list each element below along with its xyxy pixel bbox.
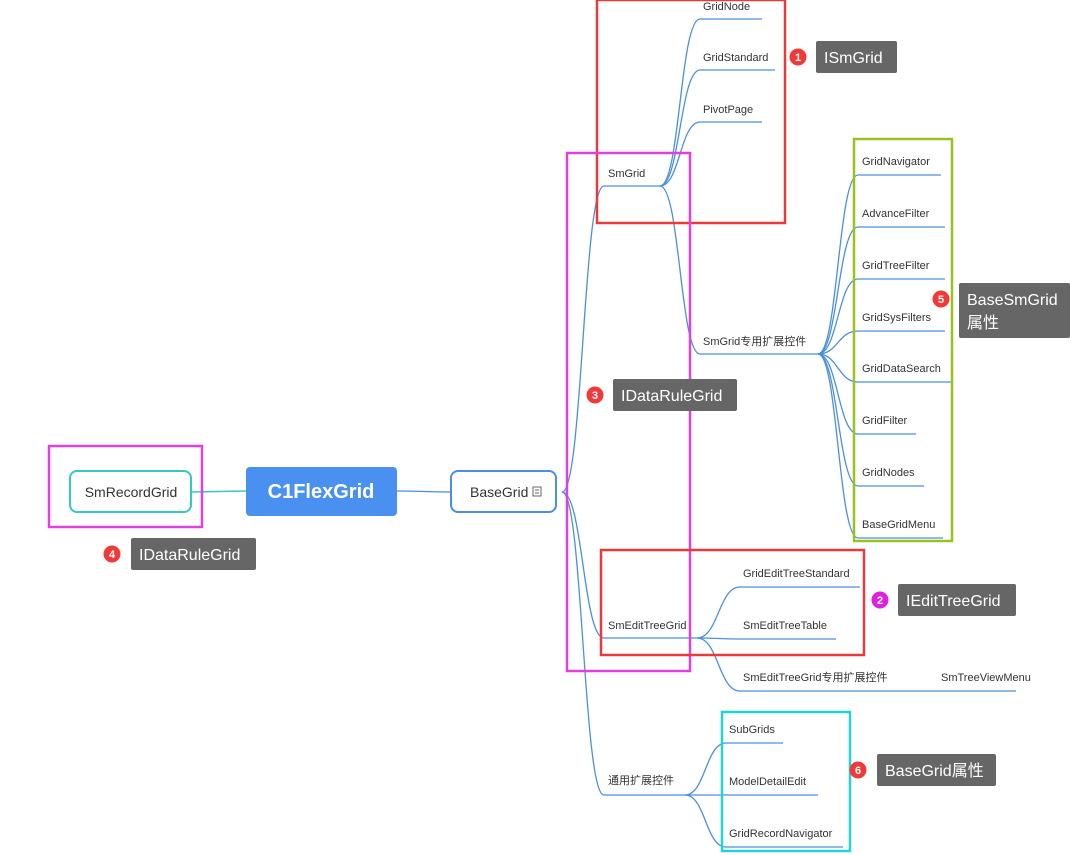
callout-label: IEditTreeGrid: [906, 593, 1001, 610]
node-smtreeviewmenu: SmTreeViewMenu: [941, 672, 1031, 684]
highlight-box-idataerulegrid: [565, 151, 692, 673]
connector-line: [396, 490, 452, 493]
node-gridstandard: GridStandard: [703, 52, 768, 64]
connector-line: [696, 586, 741, 639]
callout-box: [959, 283, 1070, 338]
connector-line: [817, 174, 859, 355]
connector-line: [561, 491, 605, 796]
callout-badge-number: 6: [855, 765, 861, 777]
callout-label: BaseSmGrid: [967, 292, 1058, 309]
callout-box: [613, 379, 737, 411]
callout-badge-number: 5: [938, 294, 944, 306]
callout-badge: [932, 290, 950, 308]
callout-2: 2 IEditTreeGrid: [871, 584, 1016, 616]
connector-line: [817, 353, 859, 435]
connector-line: [684, 794, 727, 848]
connector-line: [561, 185, 605, 493]
node-gridnavigator: GridNavigator: [862, 156, 930, 168]
node-gridtreefilter: GridTreeFilter: [862, 260, 930, 272]
collapse-icon-frame: [532, 486, 542, 497]
node-gridrecordnavigator: GridRecordNavigator: [729, 828, 833, 840]
node-smgrid: SmGrid专用扩展控件: [703, 334, 806, 348]
smrecordgrid-node-box: [69, 470, 192, 513]
connector-line: [696, 637, 741, 640]
callout-badge: [586, 386, 604, 404]
node-gridnode: GridNode: [703, 1, 750, 13]
callout-1: 1 ISmGrid: [789, 41, 897, 73]
highlight-box-iedittreegrid: [599, 548, 866, 657]
connector-line: [684, 742, 727, 796]
callout-badge-number: 2: [877, 595, 883, 607]
node-gridsysfilters: GridSysFilters: [862, 312, 932, 324]
callout-3: 3 IDataRuleGrid: [586, 379, 737, 411]
node-gridnodes: GridNodes: [862, 467, 915, 479]
highlight-box-basesmgrid: [852, 137, 954, 543]
node-basegridmenu: BaseGridMenu: [862, 519, 935, 531]
connector-line: [817, 353, 859, 539]
callout-4: 4 IDataRuleGrid: [103, 538, 256, 570]
node-smedittreegrid: SmEditTreeGrid专用扩展控件: [743, 670, 887, 684]
basegrid-node-label: BaseGrid: [470, 484, 528, 500]
collapse-icon[interactable]: [532, 486, 542, 497]
callout-badge: [871, 591, 889, 609]
connector-line: [561, 491, 605, 639]
basegrid-node-box: [450, 470, 557, 513]
callout-label: IDataRuleGrid: [621, 388, 722, 405]
node-smgrid: SmGrid: [608, 168, 645, 180]
highlight-box-basegrid-props: [720, 710, 852, 853]
connector-line: [817, 278, 859, 355]
callout-badge-number: 4: [109, 549, 116, 561]
root-node-box: [246, 467, 397, 516]
smrecordgrid-node-label: SmRecordGrid: [85, 484, 178, 500]
node-subgrids: SubGrids: [729, 724, 775, 736]
callout-box: [816, 41, 897, 73]
callout-badge: [103, 545, 121, 563]
node-modeldetailedit: ModelDetailEdit: [729, 776, 806, 788]
callout-badge: [789, 48, 807, 66]
callout-badge-number: 1: [795, 52, 801, 64]
smrecordgrid-node[interactable]: SmRecordGrid: [69, 470, 192, 513]
callout-badge: [849, 761, 867, 779]
connector-line: [696, 637, 741, 692]
node-gridfilter: GridFilter: [862, 415, 908, 427]
connector-line: [191, 490, 247, 493]
node-smedittreetable: SmEditTreeTable: [743, 620, 827, 632]
highlight-box-smrecordgrid: [47, 444, 204, 529]
root-node[interactable]: C1FlexGrid: [246, 467, 397, 516]
callout-box: [131, 538, 256, 570]
node-smedittreegrid: SmEditTreeGrid: [608, 620, 686, 632]
connector-line: [817, 353, 859, 487]
node-gridedittreestandard: GridEditTreeStandard: [743, 568, 850, 580]
connector-line: [659, 69, 701, 187]
connector-line: [659, 18, 701, 187]
root-node-label: C1FlexGrid: [268, 481, 375, 503]
callout-box: [898, 584, 1016, 616]
node-advancefilter: AdvanceFilter: [862, 208, 930, 220]
connector-line: [659, 185, 701, 355]
callout-label: ISmGrid: [824, 50, 883, 67]
node-pivotpage: PivotPage: [703, 104, 753, 116]
callout-label: BaseGrid属性: [885, 762, 984, 780]
callout-label: 属性: [967, 314, 999, 332]
callout-5: 5 BaseSmGrid 属性: [932, 283, 1070, 338]
callout-6: 6 BaseGrid属性: [849, 754, 996, 786]
basegrid-node[interactable]: BaseGrid: [450, 470, 557, 513]
callout-label: IDataRuleGrid: [139, 547, 240, 564]
node-griddatasearch: GridDataSearch: [862, 363, 941, 375]
callout-badge-number: 3: [592, 390, 598, 402]
node-node: 通用扩展控件: [608, 773, 674, 787]
connector-line: [817, 226, 859, 355]
callout-box: [877, 754, 996, 786]
